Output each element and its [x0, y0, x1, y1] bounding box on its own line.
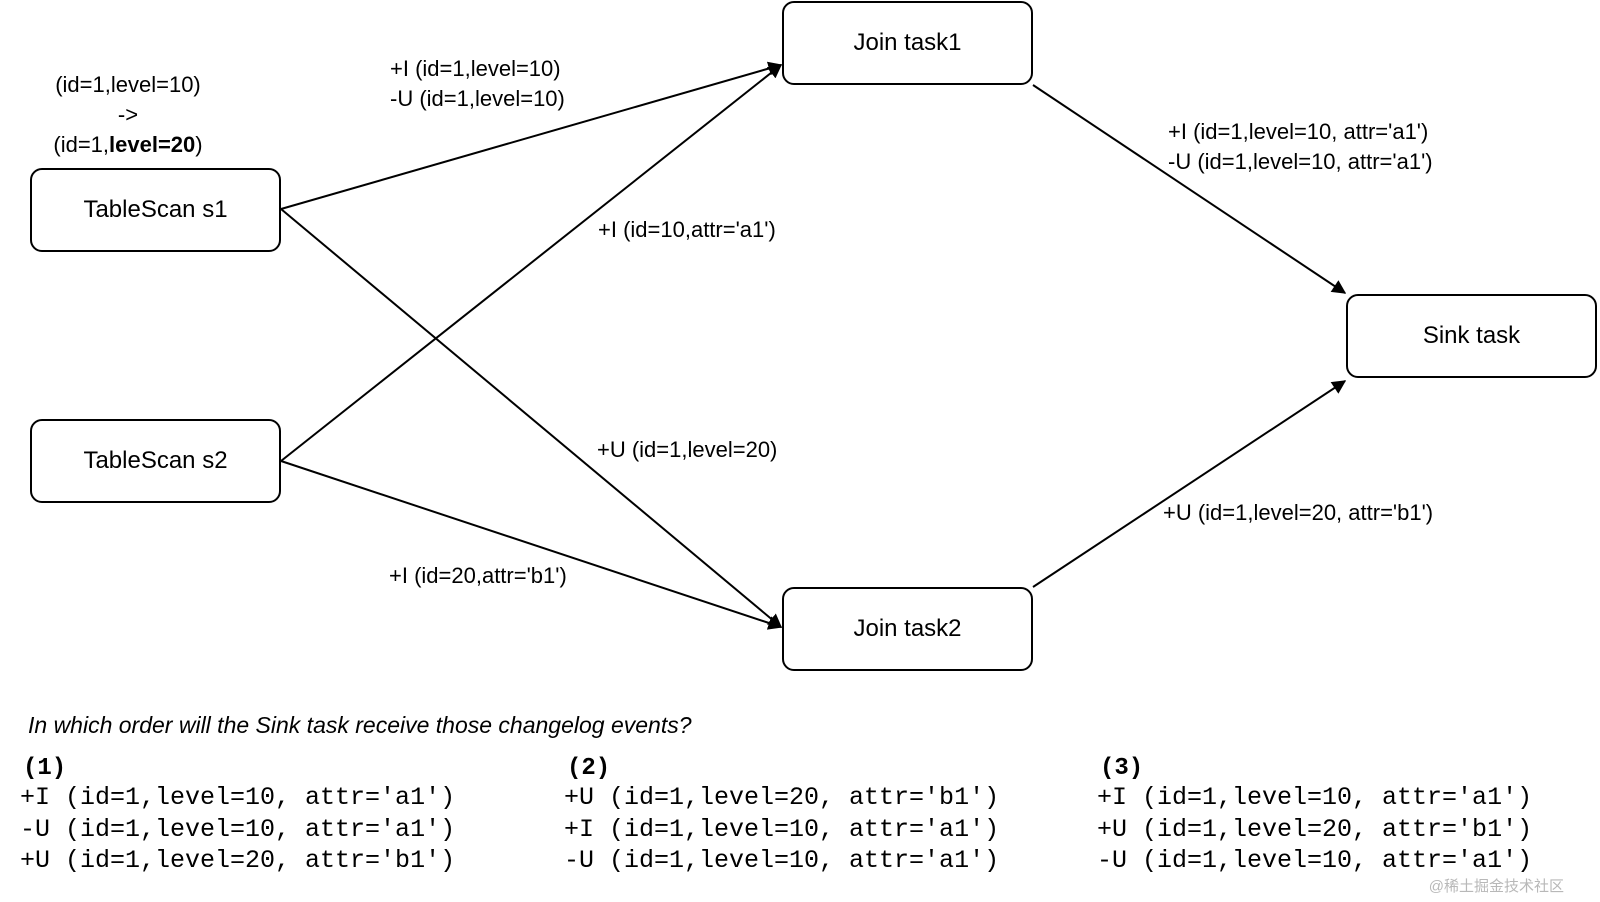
label-s2-to-join1: +I (id=10,attr='a1') — [598, 217, 776, 242]
option-1-label: (1) — [23, 755, 67, 782]
label-s1-to-join1-line1: +I (id=1,level=10) — [390, 56, 561, 81]
s1-change-after: (id=1,level=20) — [53, 132, 203, 157]
s1-change-arrow: -> — [117, 102, 139, 127]
option-3-line-3: -U (id=1,level=10, attr='a1') — [1097, 846, 1533, 875]
label-join1-to-sink: +I (id=1,level=10, attr='a1') -U (id=1,l… — [1168, 117, 1433, 177]
s1-change-annotation: (id=1,level=10) -> (id=1,level=20) — [38, 70, 218, 160]
option-1-line-3: +U (id=1,level=20, attr='b1') — [20, 846, 456, 875]
join-task1-label: Join task1 — [853, 29, 962, 56]
label-join2-to-sink: +U (id=1,level=20, attr='b1') — [1163, 500, 1434, 525]
option-3-line-1: +I (id=1,level=10, attr='a1') — [1097, 783, 1533, 812]
edge-join2-to-sink — [1032, 380, 1347, 588]
option-2-line-1: +U (id=1,level=20, attr='b1') — [564, 783, 1000, 812]
edge-join1-to-sink — [1032, 84, 1347, 294]
question-text: In which order will the Sink task receiv… — [28, 712, 692, 738]
tablescan-s1-label: TableScan s1 — [83, 196, 228, 223]
join-task2-node: Join task2 — [782, 587, 1033, 671]
option-3: (3) +I (id=1,level=10, attr='a1') +U (id… — [1097, 756, 1532, 877]
label-s1-to-join2: +U (id=1,level=20) — [597, 437, 778, 462]
option-1-line-2: -U (id=1,level=10, attr='a1') — [20, 814, 456, 844]
label-join1-to-sink-line1: +I (id=1,level=10, attr='a1') — [1168, 119, 1429, 144]
option-2: (2) +U (id=1,level=20, attr='b1') +I (id… — [564, 756, 999, 877]
tablescan-s1-node: TableScan s1 — [30, 168, 281, 252]
label-s2-to-join2: +I (id=20,attr='b1') — [389, 563, 567, 588]
edge-s2-to-join1 — [280, 64, 783, 462]
option-3-label: (3) — [1100, 755, 1144, 782]
label-s1-to-join1: +I (id=1,level=10) -U (id=1,level=10) — [390, 54, 565, 114]
option-2-line-2: +I (id=1,level=10, attr='a1') — [564, 814, 1000, 844]
label-join1-to-sink-line2: -U (id=1,level=10, attr='a1') — [1168, 149, 1433, 174]
edge-s1-to-join1 — [280, 61, 783, 210]
sink-task-node: Sink task — [1346, 294, 1597, 378]
join-task1-node: Join task1 — [782, 1, 1033, 85]
edge-s1-to-join2 — [280, 208, 783, 628]
join-task2-label: Join task2 — [853, 615, 962, 642]
label-s1-to-join1-line2: -U (id=1,level=10) — [390, 86, 565, 111]
edge-s2-to-join2 — [280, 460, 783, 630]
s1-change-before: (id=1,level=10) — [55, 72, 201, 97]
watermark: @稀土掘金技术社区 — [1428, 878, 1564, 895]
tablescan-s2-node: TableScan s2 — [30, 419, 281, 503]
sink-task-label: Sink task — [1422, 322, 1521, 349]
option-1-line-1: +I (id=1,level=10, attr='a1') — [20, 783, 456, 812]
option-2-label: (2) — [567, 755, 611, 782]
option-3-line-2: +U (id=1,level=20, attr='b1') — [1097, 814, 1533, 844]
tablescan-s2-label: TableScan s2 — [83, 447, 228, 474]
option-2-line-3: -U (id=1,level=10, attr='a1') — [564, 846, 1000, 875]
option-1: (1) +I (id=1,level=10, attr='a1') -U (id… — [20, 756, 455, 877]
